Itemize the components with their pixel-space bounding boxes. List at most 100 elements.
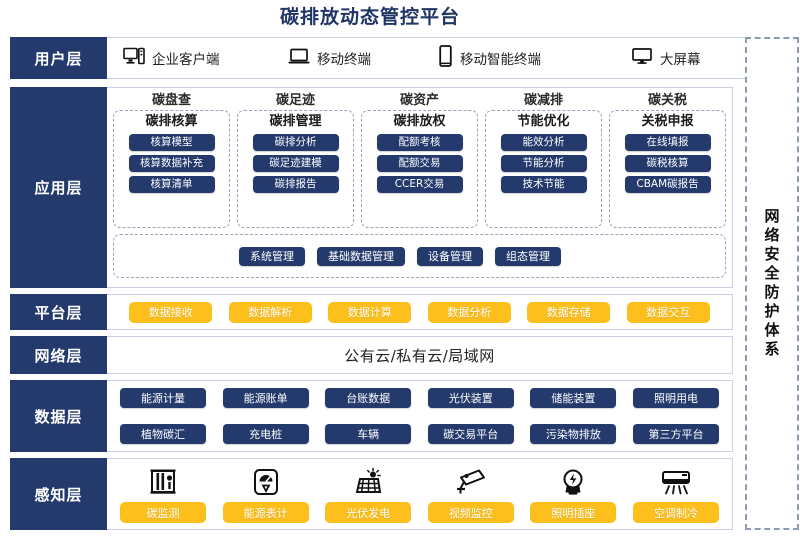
- app-item-pill[interactable]: 核算数据补充: [128, 155, 215, 172]
- app-box-title: 碳排核算: [145, 114, 198, 129]
- user-item-mobile-terminal[interactable]: 移动终端: [288, 47, 438, 69]
- management-pill[interactable]: 组态管理: [495, 246, 561, 266]
- cctv-camera-icon: [455, 465, 487, 498]
- carbon-monitor-icon: [148, 465, 178, 498]
- sensing-item-label[interactable]: 视频监控: [427, 502, 514, 523]
- app-box-title: 关税申报: [641, 114, 694, 129]
- data-pill[interactable]: 污染物排放: [530, 424, 617, 444]
- platform-pill[interactable]: 数据计算: [328, 301, 412, 323]
- app-column-carbon-inventory: 碳盘查 碳排核算 核算模型 核算数据补充 核算清单: [113, 93, 230, 228]
- data-pill[interactable]: 充电桩: [222, 424, 309, 444]
- app-item-pill[interactable]: 碳排分析: [252, 134, 339, 151]
- energy-meter-icon: [251, 465, 281, 498]
- data-pill[interactable]: 储能装置: [530, 388, 617, 408]
- user-item-label: 移动终端: [317, 52, 371, 68]
- app-column-carbon-asset: 碳资产 碳排放权 配额考核 配额交易 CCER交易: [361, 93, 478, 228]
- air-conditioner-icon: [660, 465, 692, 498]
- app-item-pill[interactable]: 碳排报告: [252, 176, 339, 193]
- app-box-title: 碳排放权: [393, 114, 446, 129]
- app-column-box: 碳排放权 配额考核 配额交易 CCER交易: [361, 110, 478, 228]
- app-column-box: 关税申报 在线填报 碳税核算 CBAM碳报告: [609, 110, 726, 228]
- sensing-item-label[interactable]: 能源表计: [222, 502, 309, 523]
- management-pill[interactable]: 基础数据管理: [317, 246, 405, 266]
- user-item-label: 大屏幕: [660, 52, 701, 68]
- app-column-title: 碳资产: [399, 93, 439, 108]
- data-pill[interactable]: 光伏装置: [427, 388, 514, 408]
- layer-data-label: 数据层: [10, 380, 107, 452]
- layer-platform-body: 数据接收 数据解析 数据计算 数据分析 数据存储 数据交互: [107, 294, 733, 330]
- platform-pill[interactable]: 数据解析: [228, 301, 312, 323]
- app-column-title: 碳关税: [647, 93, 687, 108]
- data-row: 能源计量 能源账单 台账数据 光伏装置 储能装置 照明用电: [120, 388, 719, 408]
- app-item-pill[interactable]: 核算模型: [128, 134, 215, 151]
- app-box-title: 碳排管理: [269, 114, 322, 129]
- platform-pill[interactable]: 数据交互: [626, 301, 710, 323]
- sensing-item-energy-meter[interactable]: 能源表计: [222, 465, 309, 523]
- app-item-pill[interactable]: 能效分析: [500, 134, 587, 151]
- app-column-title: 碳减排: [523, 93, 563, 108]
- data-pill[interactable]: 台账数据: [325, 388, 412, 408]
- data-pill[interactable]: 能源账单: [222, 388, 309, 408]
- laptop-icon: [288, 47, 310, 69]
- management-pill[interactable]: 系统管理: [239, 246, 305, 266]
- sensing-item-label[interactable]: 光伏发电: [325, 502, 412, 523]
- platform-pill[interactable]: 数据存储: [527, 301, 611, 323]
- app-item-pill[interactable]: 配额交易: [376, 155, 463, 172]
- app-item-pill[interactable]: 核算清单: [128, 176, 215, 193]
- solar-panel-icon: [353, 465, 383, 498]
- page-title: 碳排放动态管控平台: [279, 6, 460, 28]
- app-item-pill[interactable]: 碳足迹建模: [252, 155, 339, 172]
- sensing-item-carbon-monitor[interactable]: 碳监测: [120, 465, 206, 523]
- user-item-smart-mobile-terminal[interactable]: 移动智能终端: [438, 45, 631, 71]
- app-column-carbon-footprint: 碳足迹 碳排管理 碳排分析 碳足迹建模 碳排报告: [237, 93, 354, 228]
- app-column-box: 碳排核算 核算模型 核算数据补充 核算清单: [113, 110, 230, 228]
- data-pill[interactable]: 能源计量: [120, 388, 206, 408]
- data-pill[interactable]: 植物碳汇: [120, 424, 206, 444]
- management-pill[interactable]: 设备管理: [417, 246, 483, 266]
- data-pill[interactable]: 碳交易平台: [427, 424, 514, 444]
- app-column-box: 节能优化 能效分析 节能分析 技术节能: [485, 110, 602, 228]
- app-column-carbon-tariff: 碳关税 关税申报 在线填报 碳税核算 CBAM碳报告: [609, 93, 726, 228]
- security-band: 网络安全防护体系: [745, 37, 799, 530]
- sensing-item-solar-power[interactable]: 光伏发电: [325, 465, 412, 523]
- app-column-box: 碳排管理 碳排分析 碳足迹建模 碳排报告: [237, 110, 354, 228]
- network-text: 公有云/私有云/局域网: [344, 346, 495, 365]
- user-item-big-screen[interactable]: 大屏幕: [631, 47, 781, 69]
- app-column-carbon-reduction: 碳减排 节能优化 能效分析 节能分析 技术节能: [485, 93, 602, 228]
- app-box-title: 节能优化: [517, 114, 570, 129]
- platform-pill[interactable]: 数据接收: [129, 301, 213, 323]
- data-pill[interactable]: 车辆: [325, 424, 412, 444]
- sensing-item-lighting-socket[interactable]: 照明插座: [530, 465, 617, 523]
- platform-pill[interactable]: 数据分析: [427, 301, 511, 323]
- sensing-item-label[interactable]: 照明插座: [530, 502, 617, 523]
- layer-user-body: 企业客户端 移动终端 移动智能终端: [107, 37, 782, 79]
- security-band-label: 网络安全防护体系: [762, 207, 781, 360]
- layer-data: 数据层 能源计量 能源账单 台账数据 光伏装置 储能装置 照明用电 植物碳汇 充…: [10, 380, 733, 452]
- layer-user-label: 用户层: [10, 37, 107, 79]
- monitor-icon: [631, 47, 653, 69]
- smartphone-icon: [438, 45, 453, 71]
- user-item-label: 移动智能终端: [460, 52, 541, 68]
- sensing-item-label[interactable]: 碳监测: [120, 502, 206, 523]
- user-item-enterprise-client[interactable]: 企业客户端: [123, 47, 288, 69]
- layer-sensing-body: 碳监测 能源表计 光伏发电: [107, 458, 733, 530]
- layer-network: 网络层 公有云/私有云/局域网: [10, 336, 733, 374]
- app-item-pill[interactable]: 技术节能: [500, 176, 587, 193]
- app-item-pill[interactable]: 节能分析: [500, 155, 587, 172]
- layer-application: 应用层 碳盘查 碳排核算 核算模型 核算数据补充 核算清单 碳足迹 碳排管理: [10, 87, 733, 288]
- app-item-pill[interactable]: 碳税核算: [624, 155, 711, 172]
- sensing-item-video-surveillance[interactable]: 视频监控: [427, 465, 514, 523]
- data-pill[interactable]: 第三方平台: [632, 424, 719, 444]
- app-item-pill[interactable]: 在线填报: [624, 134, 711, 151]
- layer-application-body: 碳盘查 碳排核算 核算模型 核算数据补充 核算清单 碳足迹 碳排管理 碳排分析 …: [107, 87, 733, 288]
- app-item-pill[interactable]: 配额考核: [376, 134, 463, 151]
- user-item-label: 企业客户端: [152, 52, 220, 68]
- layer-data-body: 能源计量 能源账单 台账数据 光伏装置 储能装置 照明用电 植物碳汇 充电桩 车…: [107, 380, 733, 452]
- data-pill[interactable]: 照明用电: [632, 388, 719, 408]
- app-item-pill[interactable]: CCER交易: [376, 176, 463, 193]
- sensing-item-label[interactable]: 空调制冷: [632, 502, 719, 523]
- sensing-item-air-conditioning[interactable]: 空调制冷: [632, 465, 719, 523]
- application-management-box: 系统管理 基础数据管理 设备管理 组态管理: [113, 234, 726, 278]
- layer-platform: 平台层 数据接收 数据解析 数据计算 数据分析 数据存储 数据交互: [10, 294, 733, 330]
- app-item-pill[interactable]: CBAM碳报告: [624, 176, 711, 193]
